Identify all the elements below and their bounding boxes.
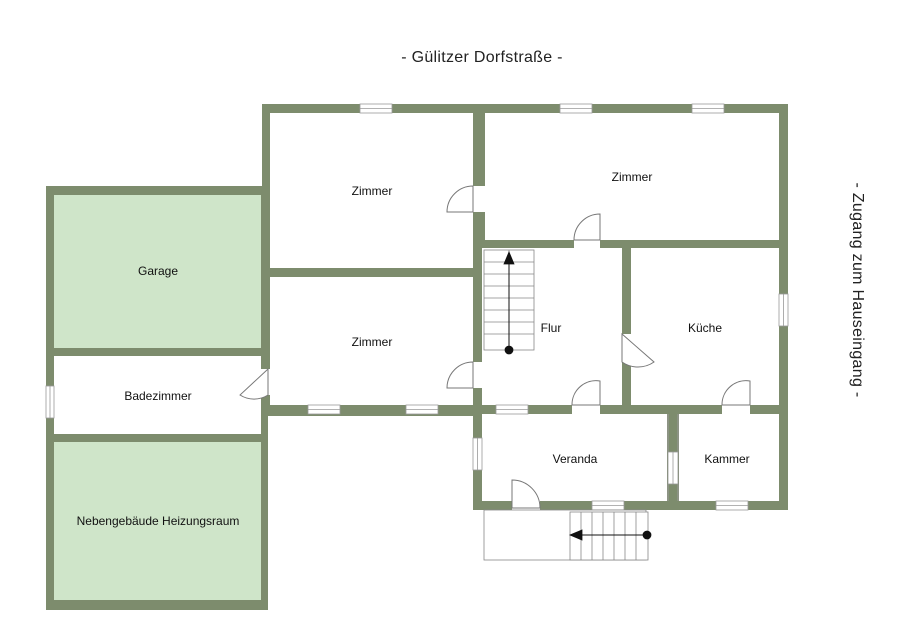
label-zimmer-mid: Zimmer bbox=[352, 335, 393, 349]
label-kueche: Küche bbox=[688, 321, 722, 335]
room-zimmer-top-right bbox=[485, 113, 779, 240]
annex-block bbox=[46, 186, 268, 610]
room-zimmer-mid bbox=[270, 277, 473, 405]
door bbox=[511, 479, 541, 509]
room-kammer bbox=[679, 414, 779, 501]
staircase-inner bbox=[483, 249, 535, 355]
label-zimmer-top-right: Zimmer bbox=[612, 170, 653, 184]
label-flur: Flur bbox=[541, 321, 562, 335]
label-kammer: Kammer bbox=[704, 452, 749, 466]
label-badezimmer: Badezimmer bbox=[124, 389, 191, 403]
door bbox=[573, 213, 601, 241]
label-heizungsraum: Nebengebäude Heizungsraum bbox=[77, 514, 240, 528]
staircase-outer bbox=[483, 509, 652, 561]
street-label-right: - Zugang zum Hauseingang - bbox=[849, 182, 866, 397]
room-heizungsraum bbox=[54, 442, 261, 600]
room-kueche bbox=[631, 248, 779, 405]
label-garage: Garage bbox=[138, 264, 178, 278]
door bbox=[571, 380, 601, 406]
room-garage bbox=[54, 195, 261, 348]
door bbox=[621, 332, 655, 368]
room-zimmer-top-left bbox=[270, 113, 473, 268]
room-badezimmer bbox=[54, 356, 261, 434]
doors bbox=[239, 185, 751, 510]
windows bbox=[45, 103, 789, 511]
door bbox=[446, 361, 474, 389]
door bbox=[446, 185, 474, 213]
label-veranda: Veranda bbox=[553, 452, 598, 466]
label-zimmer-top-left: Zimmer bbox=[352, 184, 393, 198]
street-label-top: - Gülitzer Dorfstraße - bbox=[401, 49, 563, 66]
door bbox=[721, 380, 751, 406]
door bbox=[239, 367, 269, 400]
